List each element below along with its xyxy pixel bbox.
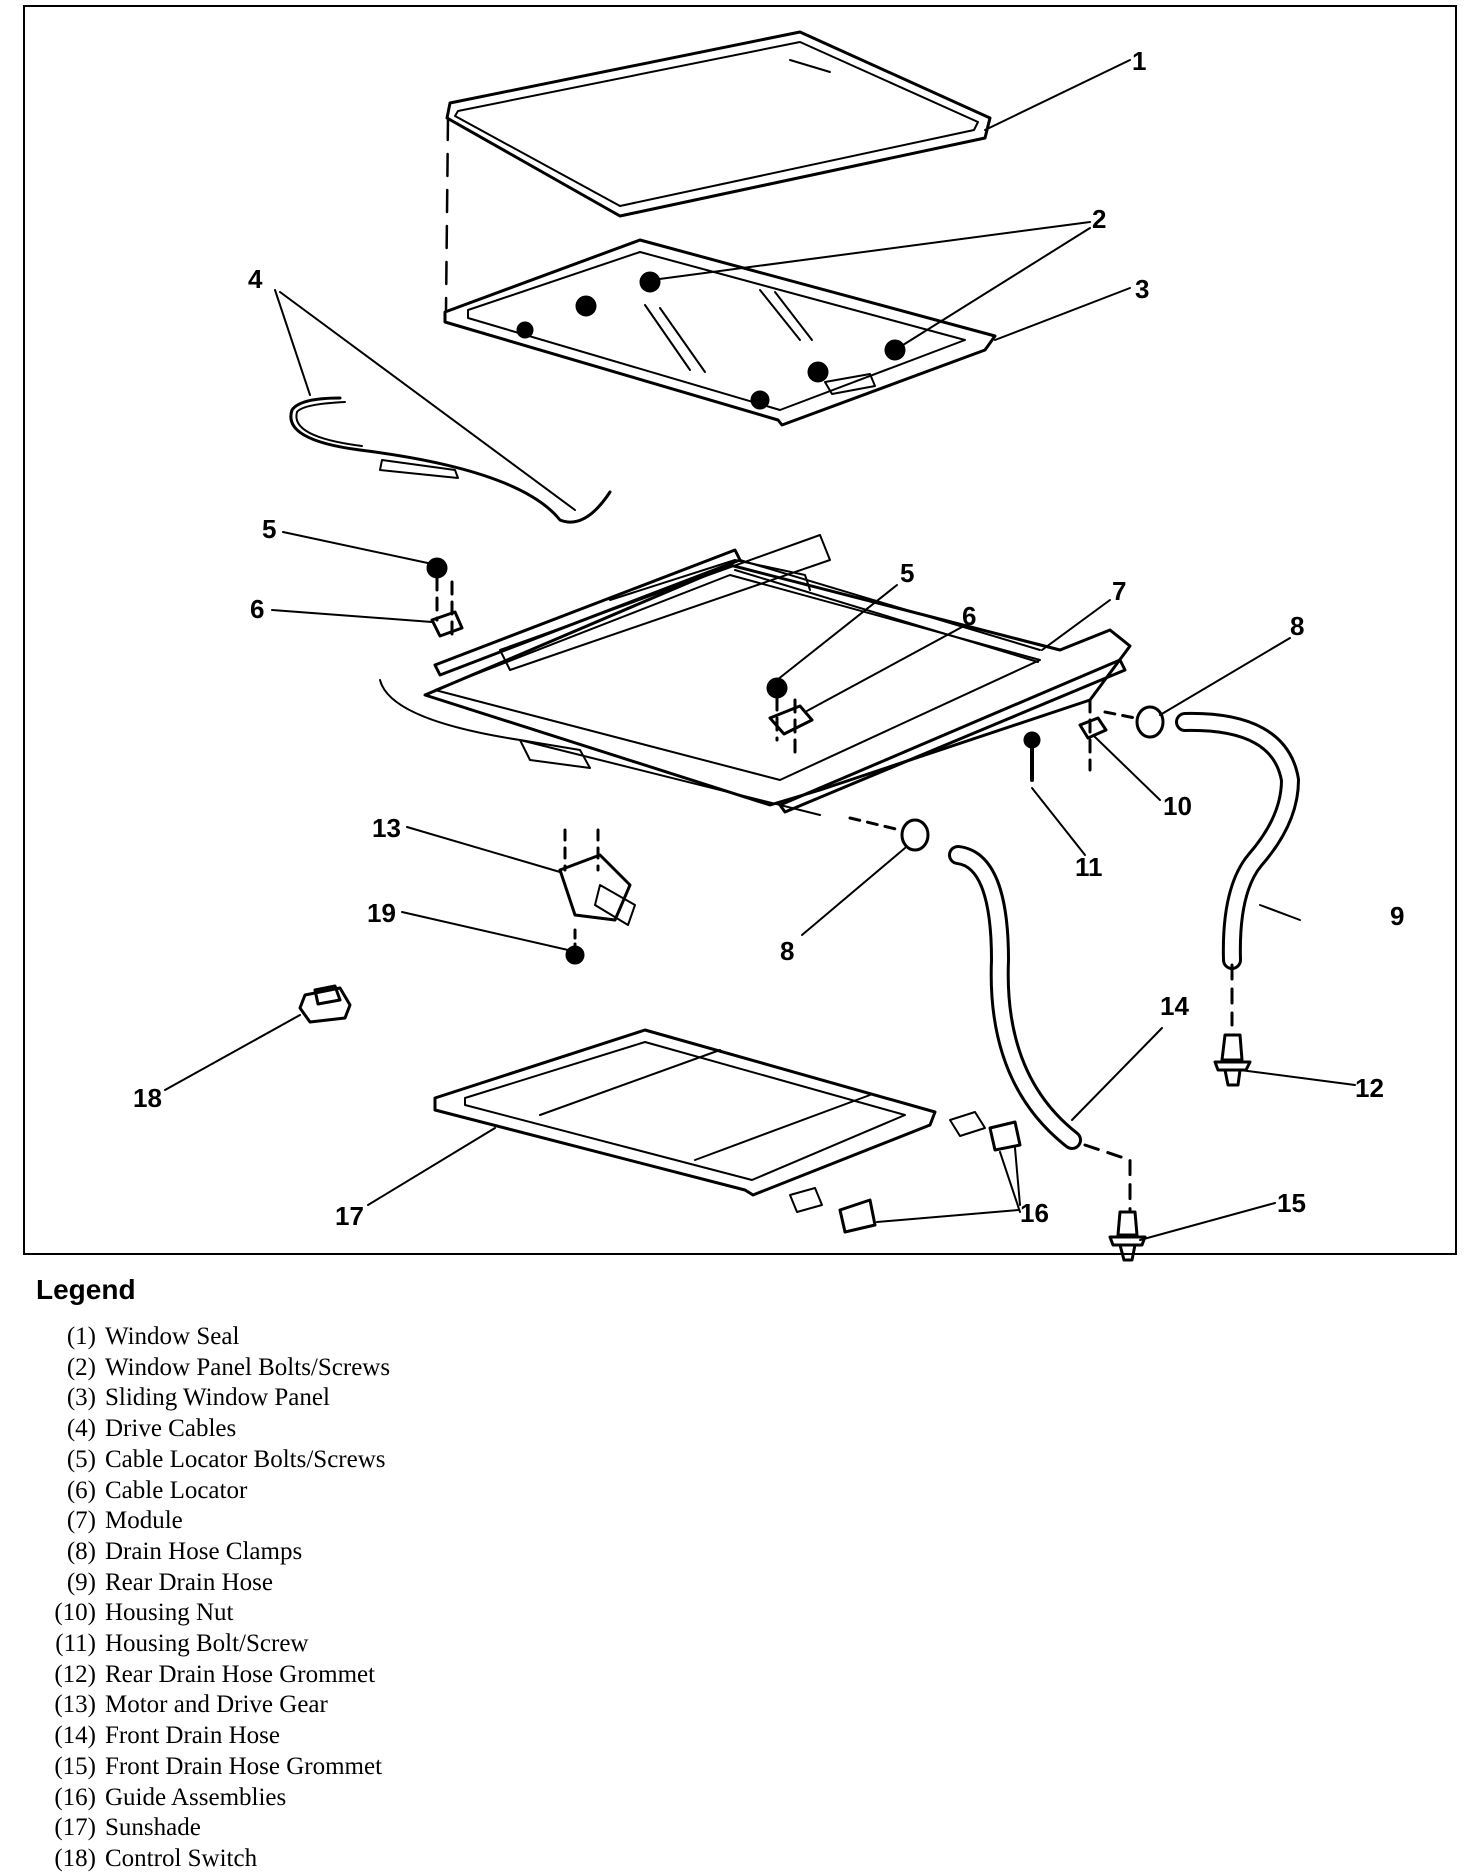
sunshade-part — [433, 1028, 937, 1197]
legend-item-label: Sunshade — [105, 1814, 201, 1842]
front-drain-hose-grommet-part — [1108, 1210, 1147, 1262]
legend-item: (18) Control Switch — [38, 1844, 390, 1875]
legend-item-label: Rear Drain Hose — [105, 1568, 273, 1596]
callout-12: 12 — [1355, 1073, 1384, 1103]
legend-item: (3) Sliding Window Panel — [38, 1383, 390, 1414]
cable-locator-part — [426, 557, 814, 762]
legend-item: (12) Rear Drain Hose Grommet — [38, 1660, 390, 1691]
legend-item-number: (2) — [66, 1353, 96, 1381]
sliding-window-panel-part — [443, 238, 997, 427]
legend-item-label: Housing Bolt/Screw — [105, 1630, 309, 1658]
legend-item: (16) Guide Assemblies — [38, 1783, 390, 1814]
legend-item-number: (18) — [54, 1844, 96, 1872]
legend-item-label: Front Drain Hose Grommet — [105, 1752, 383, 1780]
legend-item-label: Drive Cables — [105, 1415, 237, 1443]
legend-list: (1) Window Seal (2) Window Panel Bolts/Scre… — [38, 1322, 390, 1875]
legend-item-number: (9) — [66, 1568, 96, 1596]
callout-5b: 5 — [900, 558, 914, 588]
legend-item: (17) Sunshade — [38, 1813, 390, 1844]
legend-item: (1) Window Seal — [38, 1322, 390, 1353]
callout-19: 19 — [367, 898, 396, 928]
callout-11: 11 — [1075, 852, 1103, 882]
callout-3: 3 — [1135, 274, 1149, 304]
legend-item-number: (4) — [66, 1415, 96, 1443]
callout-6a: 6 — [250, 594, 264, 624]
legend-item: (7) Module — [38, 1506, 390, 1537]
legend-item-number: (16) — [54, 1783, 96, 1811]
legend-item-label: Housing Nut — [105, 1599, 234, 1627]
callout-5a: 5 — [262, 514, 276, 544]
legend-item-number: (8) — [66, 1537, 96, 1565]
control-switch-part — [298, 984, 352, 1024]
module-part — [379, 534, 1132, 816]
legend-title: Legend — [36, 1274, 136, 1305]
legend-item-number: (15) — [54, 1752, 96, 1780]
legend-item: (5) Cable Locator Bolts/Screws — [38, 1445, 390, 1476]
drive-cables-part — [289, 396, 612, 524]
legend-item: (13) Motor and Drive Gear — [38, 1690, 390, 1721]
callout-4: 4 — [248, 264, 263, 294]
legend-item-label: Window Seal — [105, 1323, 240, 1350]
exploded-view-diagram: 1 2 3 4 5 5 6 6 7 8 8 9 10 11 12 13 14 1… — [133, 30, 1404, 1262]
callout-7: 7 — [1112, 576, 1126, 606]
rear-drain-hose-grommet-part — [1213, 1033, 1252, 1087]
legend-item-number: (12) — [54, 1660, 96, 1688]
legend-item: (9) Rear Drain Hose — [38, 1568, 390, 1599]
guide-assemblies-part — [789, 1111, 1022, 1234]
legend-item-number: (7) — [66, 1507, 96, 1535]
legend-item-label: Rear Drain Hose Grommet — [105, 1660, 376, 1688]
legend-item: (15) Front Drain Hose Grommet — [38, 1752, 390, 1783]
callout-18: 18 — [133, 1083, 162, 1113]
legend-item-label: Module — [105, 1507, 183, 1535]
legend-item-label: Motor and Drive Gear — [105, 1691, 328, 1719]
window-seal-part — [445, 30, 992, 218]
legend-item-label: Sliding Window Panel — [105, 1384, 330, 1412]
legend-item-number: (6) — [66, 1476, 96, 1504]
legend-item: (8) Drain Hose Clamps — [38, 1537, 390, 1568]
legend-item-label: Front Drain Hose — [105, 1722, 280, 1750]
legend-item: (4) Drive Cables — [38, 1414, 390, 1445]
callout-16: 16 — [1020, 1198, 1049, 1228]
drain-hose-clamps-part — [848, 705, 1165, 852]
legend-item: (10) Housing Nut — [38, 1598, 390, 1629]
legend-item: (6) Cable Locator — [38, 1476, 390, 1507]
callout-9: 9 — [1390, 901, 1404, 931]
motor-drive-gear-part — [558, 828, 636, 965]
legend-item-label: Cable Locator — [105, 1476, 248, 1504]
front-drain-hose-part — [948, 845, 1132, 1212]
callout-10: 10 — [1163, 791, 1192, 821]
legend-item-number: (11) — [55, 1630, 96, 1658]
callout-8b: 8 — [780, 936, 794, 966]
legend-item-label: Drain Hose Clamps — [105, 1537, 303, 1565]
rear-drain-hose-part — [1175, 711, 1300, 1027]
legend-item-number: (13) — [54, 1691, 96, 1719]
legend-item: (14) Front Drain Hose — [38, 1721, 390, 1752]
legend-item-number: (5) — [66, 1445, 96, 1473]
legend-item-label: Window Panel Bolts/Screws — [105, 1353, 391, 1381]
legend-item-label: Guide Assemblies — [105, 1783, 287, 1811]
callout-8a: 8 — [1290, 611, 1304, 641]
legend-item: (11) Housing Bolt/Screw — [38, 1629, 390, 1660]
callout-14: 14 — [1160, 991, 1189, 1021]
legend-item-number: (14) — [54, 1722, 96, 1750]
legend-item-label: Control Switch — [105, 1844, 258, 1872]
legend-item-number: (1) — [66, 1323, 96, 1350]
legend-item: (2) Window Panel Bolts/Screws — [38, 1353, 390, 1384]
housing-hardware-part — [1023, 698, 1108, 782]
window-panel-bolts-part — [516, 271, 906, 410]
legend-item-number: (17) — [54, 1814, 96, 1842]
legend-item-label: Cable Locator Bolts/Screws — [105, 1445, 386, 1473]
diagram-frame — [23, 5, 1457, 1255]
callout-2: 2 — [1092, 204, 1106, 234]
callout-15: 15 — [1277, 1188, 1306, 1218]
legend-item-number: (3) — [66, 1384, 96, 1412]
legend-item-number: (10) — [54, 1599, 96, 1627]
callout-17: 17 — [335, 1201, 364, 1231]
callout-13: 13 — [372, 813, 401, 843]
callout-1: 1 — [1132, 46, 1146, 76]
callout-6b: 6 — [962, 601, 976, 631]
